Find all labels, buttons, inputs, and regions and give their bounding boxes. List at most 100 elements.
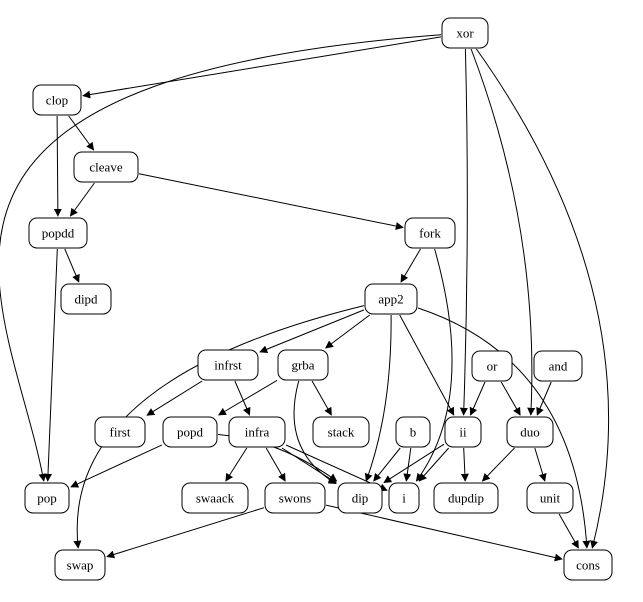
- node-ii: ii: [444, 416, 482, 448]
- node-pop: pop: [24, 482, 70, 514]
- node-label-cons: cons: [576, 558, 600, 573]
- edge-unit-cons: [558, 513, 579, 549]
- node-label-ii: ii: [459, 425, 467, 440]
- node-app2: app2: [364, 283, 418, 315]
- edge-fork-i: [415, 248, 453, 482]
- edge-xor-ii: [459, 48, 468, 416]
- edge-clop-popdd: [53, 115, 62, 217]
- node-box-pop: [24, 482, 70, 514]
- node-box-infrst: [197, 349, 259, 381]
- node-i: i: [388, 482, 420, 514]
- node-box-xor: [441, 17, 489, 49]
- node-label-duo: duo: [520, 425, 540, 440]
- node-box-b: [395, 416, 431, 448]
- edge-popd-pop: [70, 444, 163, 488]
- node-label-dipd: dipd: [74, 292, 98, 307]
- node-first: first: [94, 416, 146, 448]
- node-label-i: i: [402, 491, 406, 506]
- node-box-swap: [54, 549, 106, 581]
- node-label-dupdip: dupdip: [448, 491, 484, 506]
- edge-duo-dupdip: [481, 447, 515, 482]
- node-cons: cons: [563, 549, 613, 581]
- node-label-popdd: popdd: [42, 226, 75, 241]
- edge-or-ii: [469, 381, 486, 416]
- node-swons: swons: [264, 482, 326, 514]
- edge-ii-dip: [383, 443, 445, 484]
- node-label-app2: app2: [378, 292, 403, 307]
- node-popd: popd: [162, 416, 218, 448]
- node-xor: xor: [441, 17, 489, 49]
- edge-duo-unit: [534, 447, 547, 482]
- node-infrst: infrst: [197, 349, 259, 381]
- node-or: or: [471, 350, 513, 382]
- node-box-clop: [32, 84, 82, 116]
- node-duo: duo: [506, 416, 554, 448]
- node-label-clop: clop: [46, 93, 68, 108]
- edge-popdd-dipd: [64, 248, 80, 283]
- edge-ii-i: [418, 447, 450, 482]
- edge-xor-pop: [0, 34, 442, 482]
- node-popdd: popdd: [28, 217, 88, 249]
- node-and: and: [533, 350, 583, 382]
- node-label-and: and: [549, 359, 568, 374]
- edge-infrst-first: [146, 380, 203, 416]
- edge-grba-popd: [218, 379, 278, 416]
- node-unit: unit: [526, 482, 574, 514]
- node-box-cons: [563, 549, 613, 581]
- node-box-i: [388, 482, 420, 514]
- node-box-popd: [162, 416, 218, 448]
- edge-infra-swaack: [225, 447, 248, 482]
- node-box-dipd: [60, 283, 112, 315]
- node-swap: swap: [54, 549, 106, 581]
- node-box-or: [471, 350, 513, 382]
- node-label-infrst: infrst: [214, 358, 242, 373]
- edge-or-duo: [500, 381, 521, 416]
- node-cleave: cleave: [73, 151, 139, 183]
- node-label-swap: swap: [67, 558, 94, 573]
- node-label-grba: grba: [291, 358, 314, 373]
- node-box-app2: [364, 283, 418, 315]
- edge-app2-grba: [325, 314, 370, 349]
- edge-fork-app2: [400, 248, 421, 283]
- edge-app2-cons: [417, 307, 591, 549]
- edge-xor-clop: [82, 36, 442, 99]
- node-label-stack: stack: [328, 425, 355, 440]
- node-label-cleave: cleave: [89, 160, 122, 175]
- node-box-first: [94, 416, 146, 448]
- node-fork: fork: [404, 217, 456, 249]
- node-label-unit: unit: [540, 491, 561, 506]
- edge-app2-swap: [73, 305, 365, 549]
- node-box-fork: [404, 217, 456, 249]
- node-box-stack: [312, 416, 370, 448]
- edge-app2-infrst: [259, 309, 365, 354]
- nodes-layer: xor clop cleave popdd dipd fork app2 infrst grba…: [24, 17, 613, 581]
- node-grba: grba: [277, 349, 329, 381]
- node-label-or: or: [487, 359, 499, 374]
- edges-layer: [0, 34, 610, 562]
- node-clop: clop: [32, 84, 82, 116]
- node-label-pop: pop: [37, 491, 57, 506]
- node-box-and: [533, 350, 583, 382]
- node-label-swaack: swaack: [196, 491, 235, 506]
- node-box-dip: [337, 482, 383, 514]
- edge-infrst-infra: [234, 380, 251, 416]
- node-infra: infra: [228, 416, 286, 448]
- edge-cleave-fork: [138, 173, 404, 230]
- edge-app2-ii: [399, 314, 455, 416]
- edge-ii-dupdip: [460, 447, 469, 482]
- node-label-fork: fork: [419, 226, 441, 241]
- edge-xor-duo: [470, 48, 536, 416]
- node-label-xor: xor: [456, 26, 474, 41]
- node-dip: dip: [337, 482, 383, 514]
- node-dupdip: dupdip: [433, 482, 499, 514]
- node-stack: stack: [312, 416, 370, 448]
- node-box-swaack: [181, 482, 249, 514]
- node-box-duo: [506, 416, 554, 448]
- node-label-popd: popd: [177, 425, 204, 440]
- edge-cleave-popdd: [69, 182, 95, 217]
- node-label-first: first: [110, 425, 131, 440]
- node-box-swons: [264, 482, 326, 514]
- edge-b-dip: [373, 447, 401, 482]
- node-label-swons: swons: [279, 491, 312, 506]
